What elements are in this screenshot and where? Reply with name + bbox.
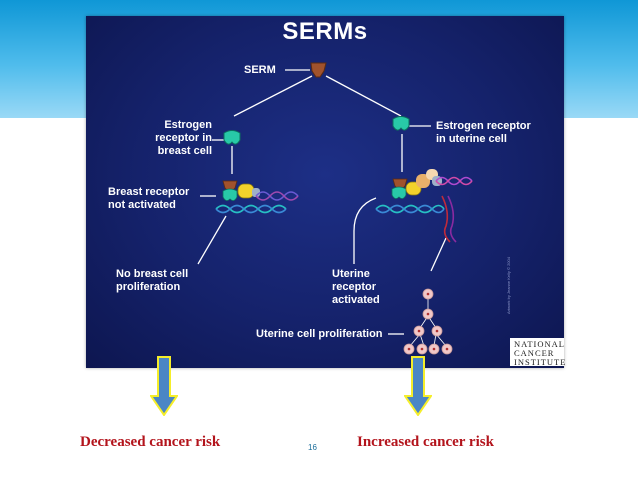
uterine-activated-label: Uterine receptor activated [332,268,380,306]
serm-label: SERM [244,64,276,76]
diagram-graphics [197,62,473,355]
uterine-dna-icon [375,176,473,243]
increased-risk-label: Increased cancer risk [357,434,494,450]
breast-receptor-complex [222,180,260,201]
connector-lines [197,69,447,335]
serm-molecule-icon [310,62,327,78]
diagram-title: SERMs [282,18,368,45]
page-number: 16 [308,443,317,452]
uterine-receptor-icon [392,116,410,131]
down-arrow-right-icon [404,356,432,416]
breast-receptor-icon [223,130,241,145]
nci-logo: NATIONAL CANCER INSTITUTE [510,338,567,367]
uterine-receptor-complex [391,169,442,199]
down-arrow-left-icon [150,356,178,416]
breast-not-activated-label: Breast receptor not activated [108,186,190,211]
decreased-risk-label: Decreased cancer risk [80,434,221,450]
cell-proliferation-icon [403,288,453,355]
serms-diagram-panel: SERMs SERM Estrogen receptor in breast c… [86,16,567,368]
uterine-receptor-label: Estrogen receptor in uterine cell [436,120,531,145]
breast-receptor-label: Estrogen receptor in breast cell [155,119,212,157]
no-proliferation-label: No breast cell proliferation [116,268,189,293]
uterine-proliferation-label: Uterine cell proliferation [256,328,383,340]
nci-logo-text: NATIONAL CANCER INSTITUTE [514,339,567,367]
breast-dna-icon [215,191,299,214]
artwork-credit: Artwork by Jeanne Kelly © 2004 [506,257,511,314]
